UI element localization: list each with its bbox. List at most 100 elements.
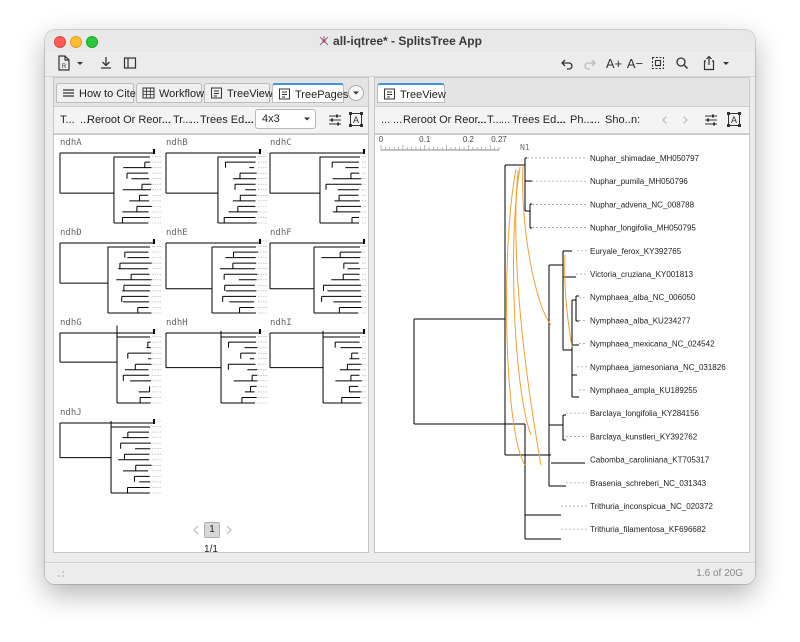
control-show[interactable]: Sho... [605, 114, 634, 126]
taxon-label[interactable]: Nuphar_shimadae_MH050797 [590, 154, 700, 163]
undo-icon[interactable] [559, 55, 575, 73]
control-reroot[interactable]: Reroot Or Reor... [403, 114, 487, 126]
tree-thumbnail-edges [59, 325, 154, 404]
left-tab-bar: How to Cite Workflow TreeView TreePages [54, 78, 368, 107]
control-reroot[interactable]: Reroot Or Reor... [87, 114, 171, 126]
tree-thumbnail-edges [165, 242, 260, 314]
taxon-label[interactable]: Nuphar_pumila_MH050796 [590, 177, 688, 186]
search-icon[interactable] [675, 55, 689, 73]
pagination: 1 [191, 522, 235, 538]
control-item[interactable]: ... [381, 114, 391, 126]
tree-thumbnail-ndhD[interactable]: ndhD [59, 228, 162, 314]
tree-thumbnail-ndhF[interactable]: ndhF [269, 228, 366, 314]
taxon-label[interactable]: Cabomba_caroliniana_KT705317 [590, 456, 710, 465]
previous-match-icon[interactable] [660, 115, 670, 125]
taxon-label[interactable]: Nymphaea_mexicana_NC_024542 [590, 340, 715, 349]
control-phylo[interactable]: Ph... [570, 114, 593, 126]
control-item[interactable]: T... [487, 114, 502, 126]
memory-usage: 1.6 of 20G [696, 568, 743, 579]
taxon-label[interactable]: Trithuria_filamentosa_KF696682 [590, 525, 706, 534]
tree-thumbnail-ndhA[interactable]: ndhA [59, 138, 162, 224]
scale-bar-label: 0 [379, 135, 384, 144]
download-icon[interactable] [99, 55, 113, 73]
grid-size-select[interactable]: 4x3 [255, 109, 316, 129]
tree-thumbnail-tip-marker [363, 149, 365, 154]
document-icon [384, 88, 395, 100]
tab-treeview-right[interactable]: TreeView [377, 83, 446, 103]
tree-thumbnail-tip-marker [153, 149, 155, 154]
tab-overflow-chevron-down-icon[interactable] [348, 85, 364, 101]
tab-workflow[interactable]: Workflow [136, 83, 205, 103]
close-window-button[interactable] [54, 36, 66, 48]
taxon-label[interactable]: Barclaya_kunstleri_KY392762 [590, 432, 698, 441]
tree-thumbnail-ndhI[interactable]: ndhI [269, 318, 366, 404]
control-trees-edit[interactable]: Trees Ed... [512, 114, 566, 126]
taxon-label[interactable]: Nymphaea_alba_NC_006050 [590, 293, 696, 302]
page-1-button[interactable]: 1 [204, 522, 220, 538]
tree-thumbnail-ndhJ[interactable]: ndhJ [59, 408, 162, 494]
svg-text:A: A [353, 115, 359, 125]
control-trees-edit[interactable]: Trees Ed... [200, 114, 254, 126]
tab-treepages[interactable]: TreePages [272, 83, 348, 103]
taxon-label[interactable]: Nuphar_advena_NC_008788 [590, 200, 695, 209]
taxon-label[interactable]: Barclaya_longifolia_KY284156 [590, 409, 700, 418]
new-file-menu-chevron-down-icon[interactable] [75, 55, 87, 73]
splitstree-logo-icon [319, 36, 329, 46]
tree-thumbnail-ndhH[interactable]: ndhH [165, 318, 268, 404]
next-match-icon[interactable] [680, 115, 690, 125]
sidebar-icon[interactable] [123, 55, 137, 73]
previous-page-icon[interactable] [191, 524, 201, 536]
taxon-label[interactable]: Brasenia_schreberi_NC_031343 [590, 479, 707, 488]
share-icon[interactable] [702, 55, 716, 73]
tree-thumbnail-ndhE[interactable]: ndhE [165, 228, 268, 314]
left-control-bar: T... ... Reroot Or Reor... ... Tr... ...… [54, 107, 368, 134]
app-window: all-iqtree* - SplitsTree App R A+ A− [45, 30, 755, 584]
document-icon [211, 87, 222, 99]
grid-icon [142, 87, 155, 99]
taxon-label[interactable]: Nymphaea_jamesoniana_NC_031826 [590, 363, 726, 372]
settings-sliders-icon[interactable] [704, 113, 718, 127]
taxon-label[interactable]: Nymphaea_alba_KU234277 [590, 316, 691, 325]
zoom-window-button[interactable] [86, 36, 98, 48]
text-format-icon[interactable]: A [349, 112, 363, 127]
tree-thumbnail-tip-marker [153, 329, 155, 334]
tree-thumbnail-ndhC[interactable]: ndhC [269, 138, 366, 224]
tree-thumbnail-label: ndhG [60, 318, 82, 328]
select-all-icon[interactable] [651, 55, 665, 73]
text-format-icon[interactable]: A [727, 112, 741, 127]
share-menu-chevron-down-icon[interactable] [721, 55, 733, 73]
control-item[interactable]: Tr... [173, 114, 192, 126]
control-item: ... [190, 114, 200, 126]
tree-thumbnail-tip-marker [363, 239, 365, 244]
redo-icon[interactable] [582, 55, 598, 73]
new-file-icon[interactable]: R [57, 55, 73, 73]
taxon-label[interactable]: Trithuria_inconspicua_NC_020372 [590, 502, 713, 511]
font-decrease-icon[interactable]: A− [626, 56, 644, 71]
tab-label: Workflow [159, 88, 205, 100]
reticulate-edge [506, 168, 526, 466]
taxon-label[interactable]: Nymphaea_ampla_KU189255 [590, 386, 698, 395]
settings-sliders-icon[interactable] [328, 113, 342, 127]
tree-thumbnail-ndhB[interactable]: ndhB [165, 138, 268, 224]
tree-thumbnail-edges [59, 242, 154, 314]
scale-bar-label: 0.27 [491, 135, 507, 144]
tab-how-to-cite[interactable]: How to Cite [56, 83, 136, 103]
tree-thumbnail-ndhG[interactable]: ndhG [59, 318, 162, 404]
menu-lines-icon [63, 89, 74, 97]
control-item[interactable]: T... [60, 114, 75, 126]
control-item: ... [477, 114, 487, 126]
next-page-icon[interactable] [224, 524, 234, 536]
tree-thumbnail-tip-marker [363, 329, 365, 334]
minimize-window-button[interactable] [70, 36, 82, 48]
font-increase-icon[interactable]: A+ [605, 56, 623, 71]
tab-treeview[interactable]: TreeView [204, 83, 273, 103]
taxon-label[interactable]: Nuphar_longifolia_MH050795 [590, 224, 696, 233]
taxon-label[interactable]: Victoria_cruziana_KY001813 [590, 270, 694, 279]
taxon-label[interactable]: Euryale_ferox_KY392765 [590, 247, 682, 256]
tree-thumbnail-edges [59, 421, 154, 494]
reticulate-edge [564, 254, 573, 348]
